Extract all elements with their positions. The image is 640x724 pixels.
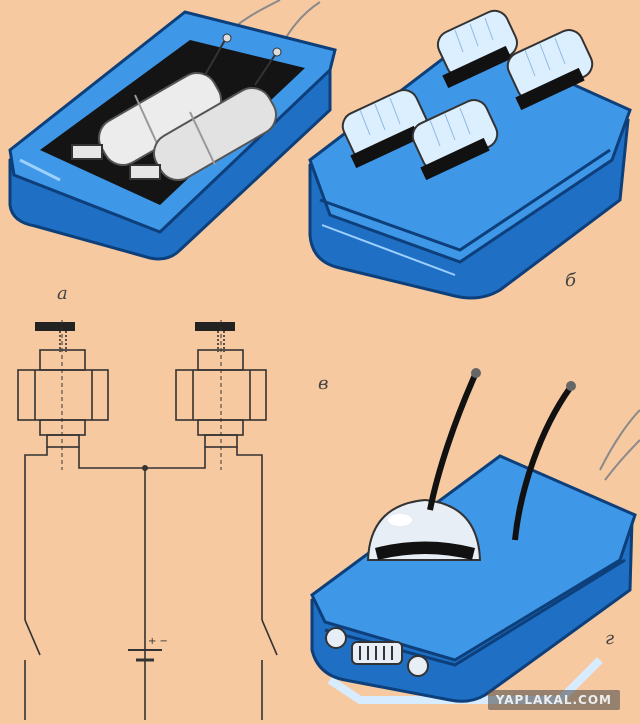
label-a: а <box>57 283 68 304</box>
circuit-diagram <box>17 320 278 720</box>
label-v: в <box>318 373 329 394</box>
brush-head-1 <box>341 89 429 169</box>
antenna-left <box>427 368 481 511</box>
brush-base <box>308 9 632 300</box>
antenna-right <box>512 381 576 541</box>
robot-dome <box>366 498 482 561</box>
battery-box <box>8 0 337 261</box>
battery-polarity: + − <box>148 636 168 647</box>
robot-toy <box>310 368 640 704</box>
front-panel <box>325 627 429 677</box>
label-g: г <box>605 628 615 649</box>
brush-head-4 <box>506 29 594 111</box>
label-b: б <box>565 270 576 291</box>
brush-head-3 <box>411 99 499 181</box>
watermark: YAPLAKAL.COM <box>487 690 620 710</box>
